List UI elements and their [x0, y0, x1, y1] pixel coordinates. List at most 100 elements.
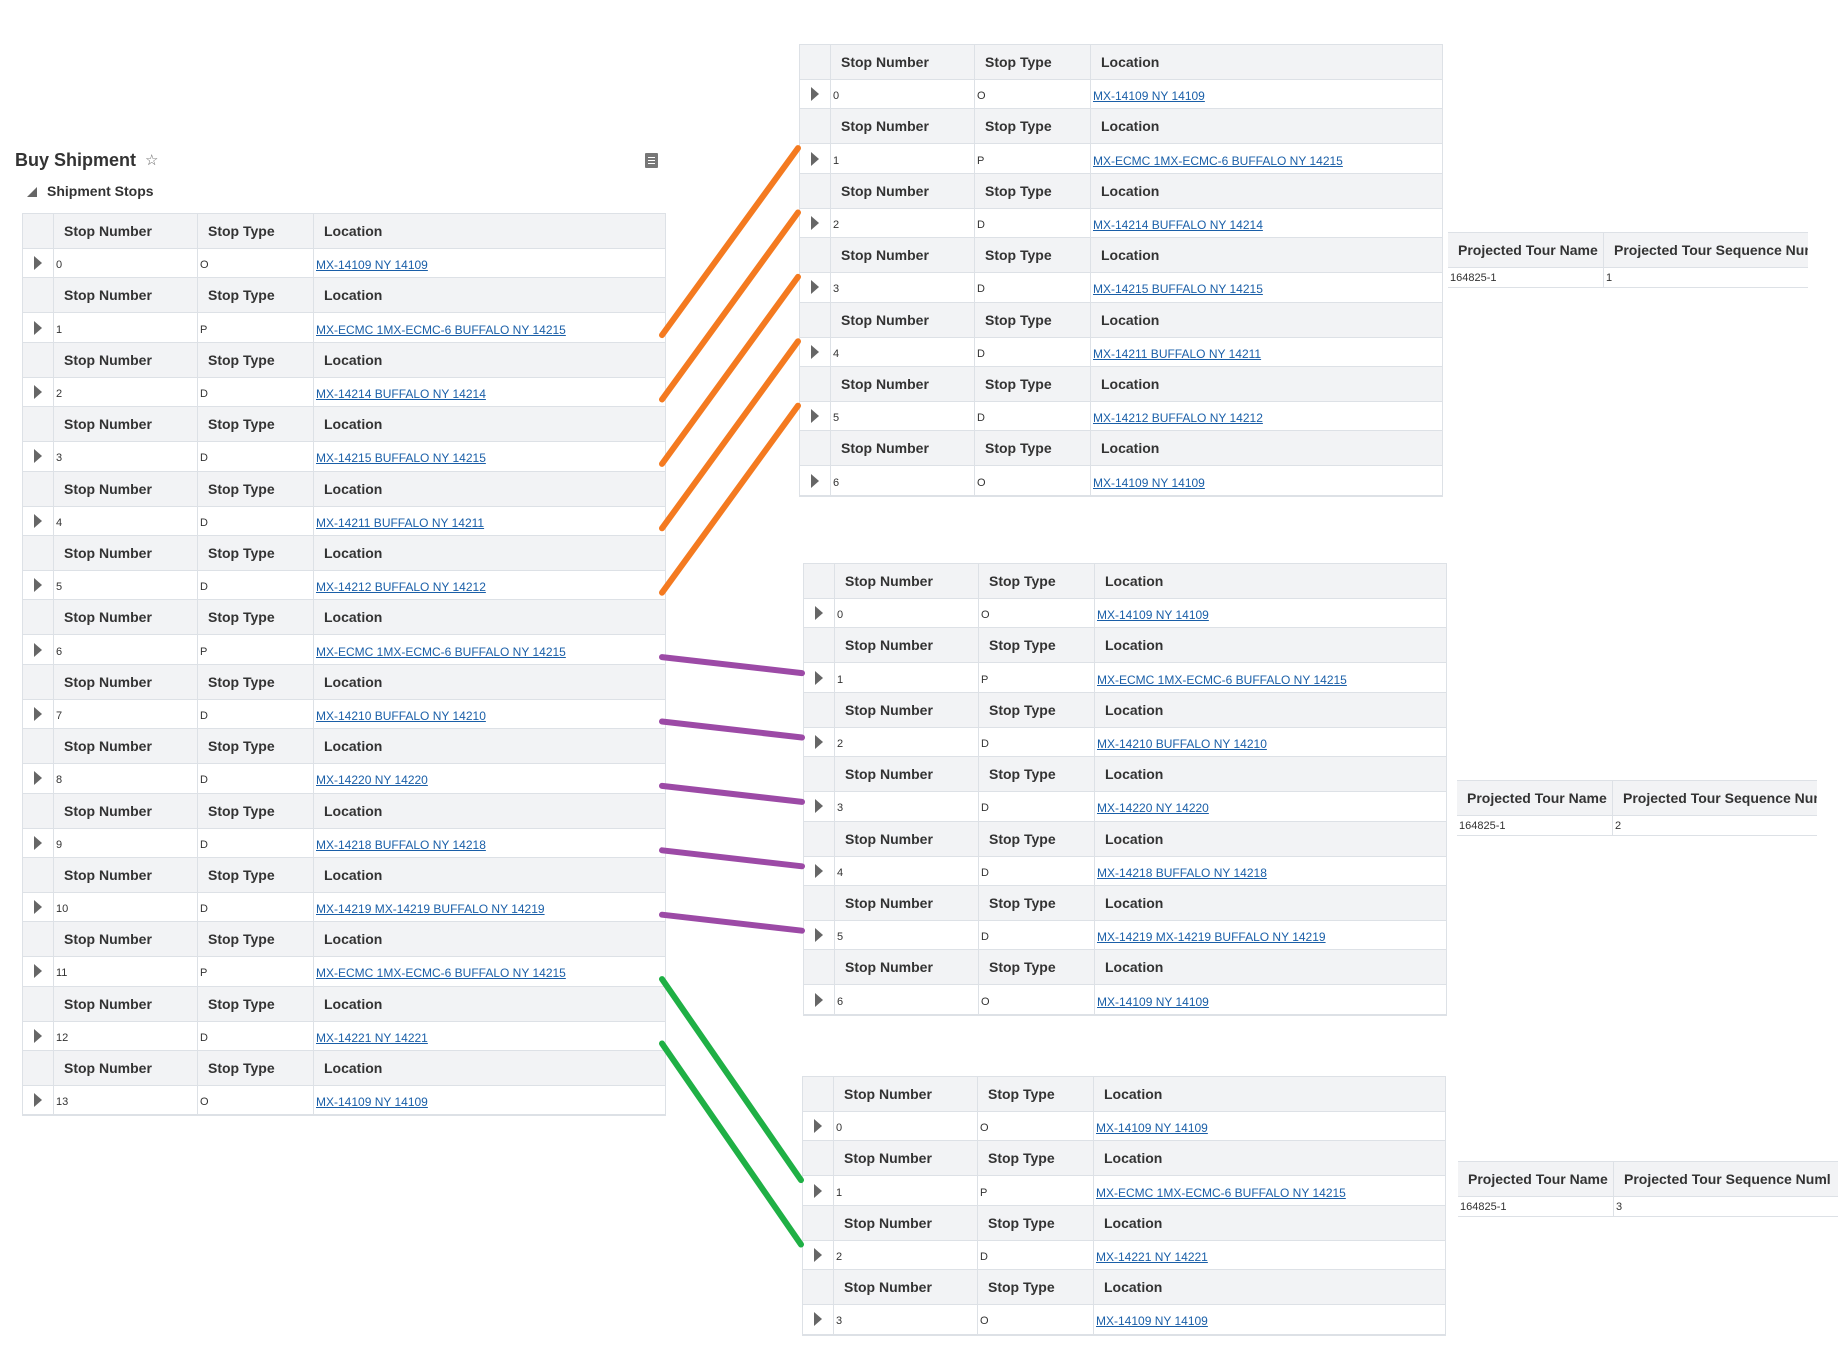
- expand-triangle-icon[interactable]: [34, 642, 42, 657]
- stop-type-header[interactable]: Stop Type: [978, 757, 1094, 792]
- location-header[interactable]: Location: [313, 664, 665, 699]
- expand-triangle-icon[interactable]: [815, 670, 823, 685]
- expand-row-cell[interactable]: [800, 144, 830, 172]
- expand-triangle-icon[interactable]: [811, 409, 819, 424]
- expand-row-cell[interactable]: [23, 378, 53, 406]
- location-link[interactable]: MX-14219 MX-14219 BUFFALO NY 14219: [1097, 930, 1326, 945]
- location-link[interactable]: MX-14221 NY 14221: [1096, 1249, 1208, 1264]
- stop-type-header[interactable]: Stop Type: [974, 431, 1090, 466]
- expand-row-cell[interactable]: [803, 1112, 833, 1140]
- stop-type-header[interactable]: Stop Type: [197, 1051, 313, 1086]
- location-link[interactable]: MX-14109 NY 14109: [1097, 608, 1209, 623]
- expand-row-cell[interactable]: [23, 1022, 53, 1050]
- location-link[interactable]: MX-ECMC 1MX-ECMC-6 BUFFALO NY 14215: [316, 322, 566, 337]
- stop-number-header[interactable]: Stop Number: [830, 109, 974, 144]
- stop-type-header[interactable]: Stop Type: [978, 628, 1094, 663]
- location-link[interactable]: MX-14219 MX-14219 BUFFALO NY 14219: [316, 902, 545, 917]
- location-link[interactable]: MX-14221 NY 14221: [316, 1030, 428, 1045]
- expand-triangle-icon[interactable]: [34, 384, 42, 399]
- expand-triangle-icon[interactable]: [811, 87, 819, 102]
- collapse-triangle-icon[interactable]: [27, 187, 37, 197]
- location-link[interactable]: MX-14109 NY 14109: [1096, 1121, 1208, 1136]
- expand-row-cell[interactable]: [23, 249, 53, 277]
- location-link[interactable]: MX-ECMC 1MX-ECMC-6 BUFFALO NY 14215: [316, 644, 566, 659]
- stop-number-header[interactable]: Stop Number: [830, 173, 974, 208]
- stop-type-header[interactable]: Stop Type: [197, 793, 313, 828]
- location-header[interactable]: Location: [1090, 302, 1442, 337]
- projected-tour-seq-header[interactable]: Projected Tour Sequence Num: [1612, 781, 1817, 815]
- location-link[interactable]: MX-14109 NY 14109: [1096, 1314, 1208, 1329]
- stop-number-header[interactable]: Stop Number: [53, 986, 197, 1021]
- expand-row-cell[interactable]: [23, 507, 53, 535]
- stop-type-header[interactable]: Stop Type: [197, 986, 313, 1021]
- location-header[interactable]: Location: [313, 793, 665, 828]
- expand-row-cell[interactable]: [23, 957, 53, 985]
- expand-row-cell[interactable]: [23, 893, 53, 921]
- location-link[interactable]: MX-14109 NY 14109: [1093, 89, 1205, 104]
- location-link[interactable]: MX-14109 NY 14109: [1093, 475, 1205, 490]
- expand-triangle-icon[interactable]: [815, 992, 823, 1007]
- expand-row-cell[interactable]: [803, 1176, 833, 1204]
- stop-type-header[interactable]: Stop Type: [978, 564, 1094, 598]
- expand-triangle-icon[interactable]: [34, 835, 42, 850]
- expand-row-cell[interactable]: [800, 402, 830, 430]
- location-header[interactable]: Location: [1094, 628, 1446, 663]
- location-header[interactable]: Location: [1090, 173, 1442, 208]
- stop-number-header[interactable]: Stop Number: [830, 238, 974, 273]
- expand-row-cell[interactable]: [23, 442, 53, 470]
- expand-row-cell[interactable]: [804, 599, 834, 627]
- stop-number-header[interactable]: Stop Number: [53, 729, 197, 764]
- expand-triangle-icon[interactable]: [34, 449, 42, 464]
- location-link[interactable]: MX-14220 NY 14220: [316, 773, 428, 788]
- stop-number-header[interactable]: Stop Number: [53, 471, 197, 506]
- stop-number-header[interactable]: Stop Number: [834, 821, 978, 856]
- stop-number-header[interactable]: Stop Number: [53, 600, 197, 635]
- expand-triangle-icon[interactable]: [811, 280, 819, 295]
- expand-row-cell[interactable]: [23, 700, 53, 728]
- stop-type-header[interactable]: Stop Type: [977, 1077, 1093, 1111]
- location-header[interactable]: Location: [1094, 757, 1446, 792]
- expand-triangle-icon[interactable]: [34, 320, 42, 335]
- location-link[interactable]: MX-14218 BUFFALO NY 14218: [316, 837, 486, 852]
- location-header[interactable]: Location: [313, 535, 665, 570]
- expand-row-cell[interactable]: [804, 663, 834, 691]
- expand-row-cell[interactable]: [800, 273, 830, 301]
- expand-triangle-icon[interactable]: [34, 964, 42, 979]
- expand-triangle-icon[interactable]: [815, 863, 823, 878]
- stop-number-header[interactable]: Stop Number: [53, 664, 197, 699]
- stop-type-header[interactable]: Stop Type: [974, 173, 1090, 208]
- location-header[interactable]: Location: [313, 342, 665, 377]
- expand-triangle-icon[interactable]: [814, 1119, 822, 1134]
- expand-triangle-icon[interactable]: [815, 734, 823, 749]
- stop-number-header[interactable]: Stop Number: [53, 857, 197, 892]
- stop-type-header[interactable]: Stop Type: [197, 407, 313, 442]
- expand-triangle-icon[interactable]: [34, 578, 42, 593]
- location-header[interactable]: Location: [1090, 238, 1442, 273]
- location-header[interactable]: Location: [313, 857, 665, 892]
- expand-row-cell[interactable]: [803, 1241, 833, 1269]
- location-link[interactable]: MX-14215 BUFFALO NY 14215: [316, 451, 486, 466]
- location-header[interactable]: Location: [1093, 1205, 1445, 1240]
- location-header[interactable]: Location: [313, 729, 665, 764]
- location-link[interactable]: MX-14109 NY 14109: [1097, 994, 1209, 1009]
- stop-number-header[interactable]: Stop Number: [830, 45, 974, 79]
- expand-triangle-icon[interactable]: [811, 215, 819, 230]
- expand-row-cell[interactable]: [804, 921, 834, 949]
- location-header[interactable]: Location: [1090, 109, 1442, 144]
- location-header[interactable]: Location: [1090, 45, 1442, 79]
- location-header[interactable]: Location: [1090, 366, 1442, 401]
- menu-icon[interactable]: [645, 153, 658, 168]
- stop-number-header[interactable]: Stop Number: [834, 628, 978, 663]
- location-header[interactable]: Location: [313, 278, 665, 313]
